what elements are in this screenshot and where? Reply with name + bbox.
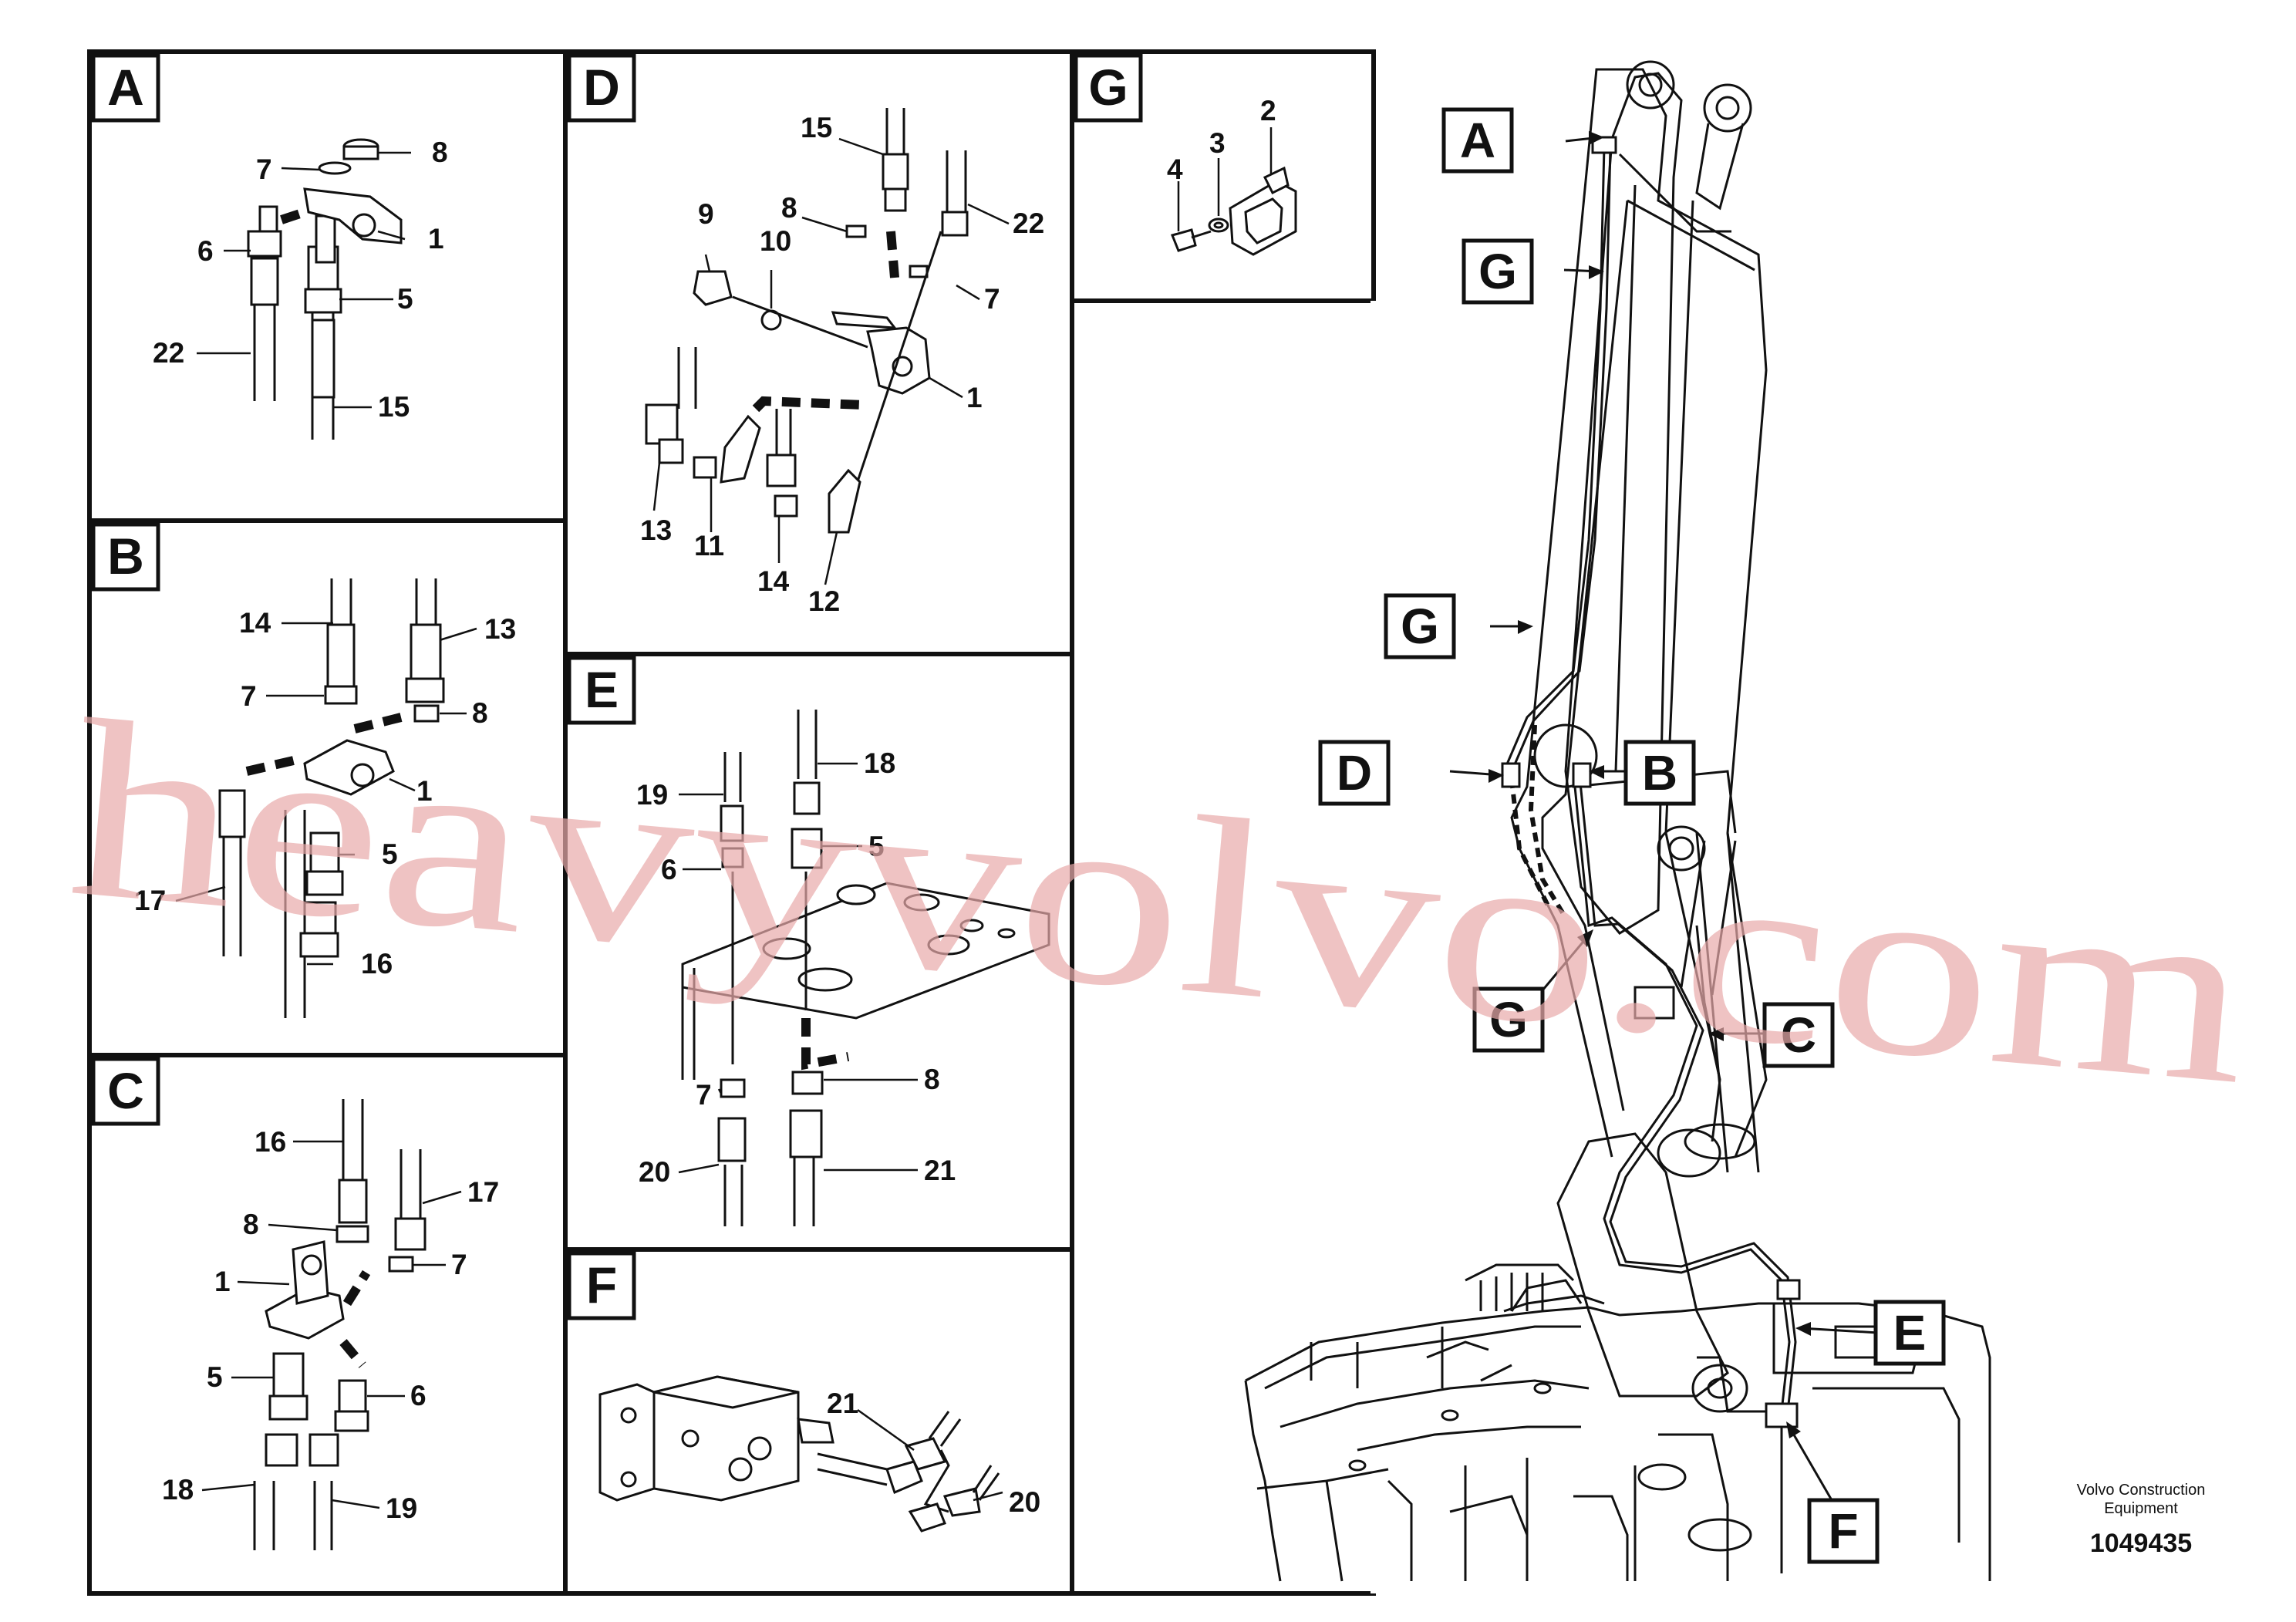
panel-letter-b: B [91,522,160,592]
panel-g-drawing [1170,166,1297,256]
panel-e-leaders [678,762,918,1174]
panel-a-letter: A [107,59,144,116]
panel-c-label-1: 1 [214,1266,231,1297]
callout-d: D [1337,745,1372,801]
panel-c-label-16: 16 [255,1126,286,1158]
panel-letter-c: C [91,1057,160,1126]
panel-g-label-4: 4 [1167,153,1183,185]
panel-c-label-6: 6 [410,1380,426,1411]
callout-f: F [1828,1503,1858,1559]
panel-b-label-7: 7 [241,680,257,712]
panel-e-label-20: 20 [639,1156,670,1188]
panel-g-label-2: 2 [1260,95,1276,126]
panel-b-label-17: 17 [134,885,166,916]
panel-b-leaders [175,622,477,966]
panel-c-label-17: 17 [467,1176,499,1208]
panel-d-leaders [652,137,1010,585]
panel-b-label-16: 16 [361,948,393,980]
panel-d-label-9: 9 [698,198,714,230]
panel-letter-a: A [91,53,160,123]
callout-c: C [1781,1007,1816,1063]
panel-b-label-1: 1 [416,775,433,807]
callout-a: A [1460,113,1495,168]
panel-b-label-5: 5 [382,838,398,870]
panel-a-label-5: 5 [397,283,413,315]
panel-d-label-8: 8 [781,192,797,224]
panel-frames [87,49,1377,1596]
panel-d-label-14: 14 [757,565,790,597]
panel-c-label-7: 7 [451,1249,467,1280]
panel-e-drawing [681,710,1050,1226]
panel-c-label-19: 19 [386,1492,417,1524]
panel-g-leaders [1177,127,1273,231]
panel-c-leaders [201,1140,462,1509]
panel-e-label-6: 6 [661,854,677,885]
panel-e-label-7: 7 [696,1079,712,1111]
panel-letter-f: F [567,1251,636,1320]
panel-c-drawing [253,1099,426,1550]
callout-e: E [1893,1305,1927,1361]
panel-c-label-5: 5 [207,1361,223,1393]
panel-c-label-8: 8 [243,1209,259,1240]
panel-e-label-19: 19 [636,779,668,811]
callout-g-2: G [1401,599,1439,654]
panel-g-label-3: 3 [1209,127,1226,159]
panel-d-label-1: 1 [966,382,983,413]
panel-f-drawing [598,1375,1000,1533]
panel-d-label-12: 12 [808,585,840,617]
panel-d-label-10: 10 [760,225,791,257]
panel-b-label-13: 13 [484,613,516,645]
panel-letter-g: G [1074,53,1143,123]
panel-e-letter: E [585,661,619,718]
panel-c-letter: C [107,1062,144,1119]
panel-letter-e: E [567,656,636,725]
panel-b-label-14: 14 [239,607,271,639]
panel-f-letter: F [586,1256,617,1313]
panel-d-drawing [645,108,969,534]
panel-e-label-18: 18 [864,747,895,779]
panel-d-label-13: 13 [640,514,672,546]
panel-a-label-15: 15 [378,391,410,423]
panel-g-letter: G [1088,59,1128,116]
panel-e-label-21: 21 [924,1155,956,1186]
watermark: heavyvolvo.com [61,667,2260,1138]
panel-f-leaders [857,1408,1003,1502]
callout-b: B [1642,745,1677,801]
panel-b-drawing [218,578,445,1018]
panel-d-label-7: 7 [984,283,1000,315]
panel-a-label-7: 7 [256,153,272,185]
panel-c-label-18: 18 [162,1474,194,1506]
panel-a-leaders [197,151,411,409]
panel-b-letter: B [107,528,144,585]
panel-a-label-8: 8 [432,137,448,168]
panel-e-label-5: 5 [868,831,885,862]
panel-b-label-8: 8 [472,697,488,729]
panel-d-label-22: 22 [1013,207,1044,239]
panel-letter-d: D [567,53,636,123]
panel-a-drawing [247,138,403,440]
panel-f-label-21: 21 [827,1388,858,1419]
excavator-overview [1244,60,1991,1582]
overview-callouts: A G G D B G C E F [1318,107,1946,1564]
panel-d-label-15: 15 [801,112,832,143]
panel-f-label-20: 20 [1009,1486,1040,1518]
brand-line-1: Volvo Construction [2077,1482,2206,1499]
document-number: 1049435 [2090,1529,2192,1558]
panel-a-label-1: 1 [428,223,444,255]
brand-line-2: Equipment [2104,1500,2178,1517]
panel-d-letter: D [583,59,620,116]
panel-a-label-22: 22 [153,337,184,369]
panel-a-label-6: 6 [197,235,214,267]
panel-e-label-8: 8 [924,1064,940,1095]
callout-g-1: G [1478,244,1517,299]
panel-d-label-11: 11 [694,530,724,561]
callout-g-3: G [1489,992,1528,1047]
